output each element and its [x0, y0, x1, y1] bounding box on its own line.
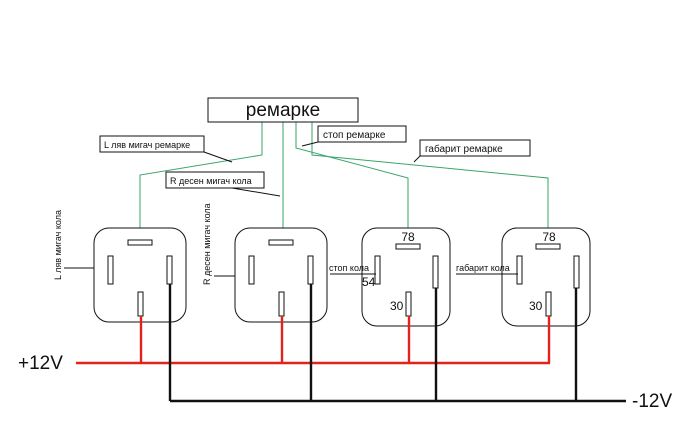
relay-4: 78 30	[501, 227, 591, 327]
relay-3-label-30: 30	[390, 299, 404, 313]
harness-label: ремарке	[246, 100, 320, 121]
leader-right-blinker-car	[231, 187, 281, 197]
relay-2-pin-right	[307, 255, 314, 285]
ground-bus	[168, 284, 626, 403]
relay-1-pin-bottom	[137, 291, 144, 317]
relay-3-label-54: 54	[362, 275, 376, 289]
relay-2-pin-left	[248, 255, 255, 285]
signal-wires	[139, 122, 549, 242]
relay-2-pin-bottom	[278, 291, 285, 317]
relay-2	[234, 227, 328, 323]
label-plus12v: +12V	[18, 353, 63, 374]
relay-2-pin-top	[268, 239, 294, 246]
label-marker-car: габарит кола	[456, 263, 510, 273]
label-minus12v: -12V	[632, 391, 672, 412]
relay-4-pin-top	[535, 243, 561, 250]
relay-1-pin-top	[127, 239, 153, 246]
label-stop-car: стоп кола	[329, 263, 369, 273]
relay-1-pin-left	[107, 255, 114, 285]
callout-left-blinker-trailer: L ляв мигач ремарке	[104, 140, 190, 150]
positive-bus	[76, 316, 551, 365]
relay-3-label-78: 78	[401, 230, 415, 244]
leader-marker-trailer	[413, 155, 421, 163]
relay-4-pin-bottom	[545, 291, 552, 317]
callout-box-right-blinker-car	[165, 171, 265, 189]
label-left-blinker-car: L ляв мигач кола	[53, 210, 63, 280]
relay-3-body	[361, 227, 451, 327]
relay-3-pin-right	[432, 255, 439, 289]
callout-stop-trailer: стоп ремарке	[323, 130, 386, 141]
relay-3: 78 54 30	[361, 227, 451, 327]
callout-right-blinker-car: R десен мигач кола	[170, 176, 252, 186]
relay-3-pin-left	[374, 255, 381, 285]
leader-stop-trailer	[301, 141, 319, 147]
relay-4-body	[501, 227, 591, 327]
callout-box-left-blinker-trailer	[99, 135, 205, 153]
relay-3-pin-top	[395, 243, 421, 250]
callouts: L ляв мигач ремарке стоп ремарке габарит…	[99, 125, 531, 197]
label-right-blinker-car-vertical: R десен мигач кола	[202, 203, 212, 285]
relay-4-pin-left	[516, 255, 523, 285]
relay-3-pin-bottom	[405, 291, 412, 317]
relay-4-pin-right	[573, 255, 580, 289]
harness-box	[207, 97, 359, 123]
callout-box-marker-trailer	[419, 139, 531, 157]
callout-box-stop-trailer	[317, 125, 407, 143]
leader-left-blinker-trailer	[203, 151, 233, 163]
relay-4-label-30: 30	[529, 299, 543, 313]
callout-marker-trailer: габарит ремарке	[425, 143, 503, 155]
wire-left-blinker	[139, 122, 263, 242]
wire-stop	[295, 122, 409, 230]
relay-1	[93, 227, 187, 323]
relay-1-pin-right	[166, 255, 173, 285]
wire-marker	[311, 122, 549, 230]
relay-4-label-78: 78	[542, 230, 556, 244]
